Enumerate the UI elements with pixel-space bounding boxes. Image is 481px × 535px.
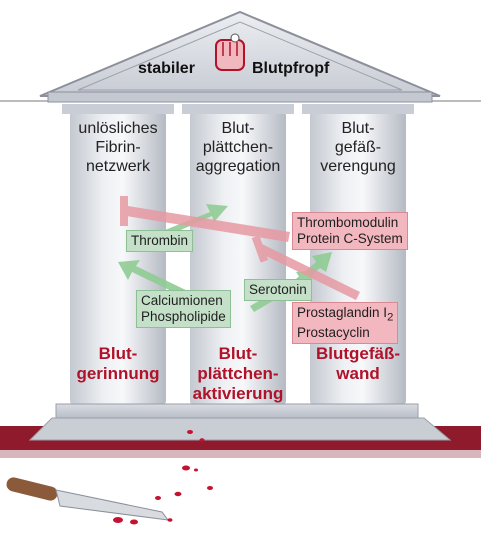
prostaglandin-label: Prostaglandin I2 bbox=[297, 305, 393, 325]
column-middle-bottom-line3: aktivierung bbox=[192, 384, 284, 404]
column-right-bottom-line1: Blutgefäß- bbox=[315, 344, 401, 363]
phospholipide-label: Phospholipide bbox=[141, 309, 226, 325]
column-middle-top-label: Blut- plättchen- aggregation bbox=[190, 120, 286, 177]
thrombin-box: Thrombin bbox=[126, 230, 194, 253]
column-middle-bottom-line2: plättchen- bbox=[197, 364, 279, 384]
base-step-top bbox=[55, 403, 419, 419]
column-left-bottom-label: Blut- gerinnung bbox=[70, 344, 166, 384]
red-inhibition bbox=[120, 196, 360, 300]
column-right-top-line3: verengung bbox=[320, 157, 396, 175]
calciumionen-label: Calciumionen bbox=[141, 293, 223, 308]
column-left-top-line1: unlösliches bbox=[78, 120, 158, 137]
column-right-bottom-label: Blutgefäß- wand bbox=[310, 344, 406, 384]
column-middle-top-line2: plättchen- bbox=[202, 138, 274, 156]
column-middle bbox=[182, 104, 294, 408]
knife-icon bbox=[6, 477, 170, 521]
column-middle-top-line3: aggregation bbox=[195, 157, 281, 175]
thrombomodulin-label: Thrombomodulin bbox=[297, 215, 399, 230]
base-step-bottom bbox=[28, 417, 452, 441]
column-left-bottom-line1: Blut- bbox=[98, 344, 138, 363]
column-middle-top-line1: Blut- bbox=[221, 120, 255, 137]
column-right-top-label: Blut- gefäß- verengung bbox=[310, 120, 406, 177]
prostaglandin-subscript: 2 bbox=[387, 311, 394, 324]
blood-drops bbox=[113, 430, 213, 525]
entablature bbox=[47, 91, 433, 103]
hand-icon bbox=[215, 33, 245, 71]
roof-label-left: stabiler bbox=[138, 60, 195, 77]
column-left-bottom-line2: gerinnung bbox=[76, 364, 160, 384]
column-left bbox=[62, 104, 174, 408]
column-left-top-line3: netzwerk bbox=[85, 157, 151, 175]
prostacyclin-label: Prostacyclin bbox=[297, 325, 370, 341]
roof-label-right: Blutpfropf bbox=[252, 60, 330, 77]
column-middle-bottom-label: Blut- plättchen- aktivierung bbox=[190, 344, 286, 404]
column-left-top-line2: Fibrin- bbox=[95, 138, 141, 156]
column-left-top-label: unlösliches Fibrin- netzwerk bbox=[70, 120, 166, 177]
ground-shadow bbox=[0, 450, 481, 458]
serotonin-box: Serotonin bbox=[244, 279, 312, 302]
calcium-phospholipide-box: Calciumionen Phospholipide bbox=[136, 290, 231, 329]
thrombomodulin-box: Thrombomodulin Protein C-System bbox=[292, 212, 408, 251]
column-right-top-line2: gefäß- bbox=[334, 138, 382, 156]
roof-inner bbox=[77, 21, 403, 91]
column-right-top-line1: Blut- bbox=[341, 120, 375, 137]
column-middle-bottom-line1: Blut- bbox=[218, 344, 258, 363]
prostaglandin-text: Prostaglandin I bbox=[297, 305, 388, 320]
protein-c-label: Protein C-System bbox=[297, 231, 403, 247]
prostaglandin-box: Prostaglandin I2 Prostacyclin bbox=[292, 302, 399, 345]
column-right-bottom-line2: wand bbox=[336, 364, 380, 384]
